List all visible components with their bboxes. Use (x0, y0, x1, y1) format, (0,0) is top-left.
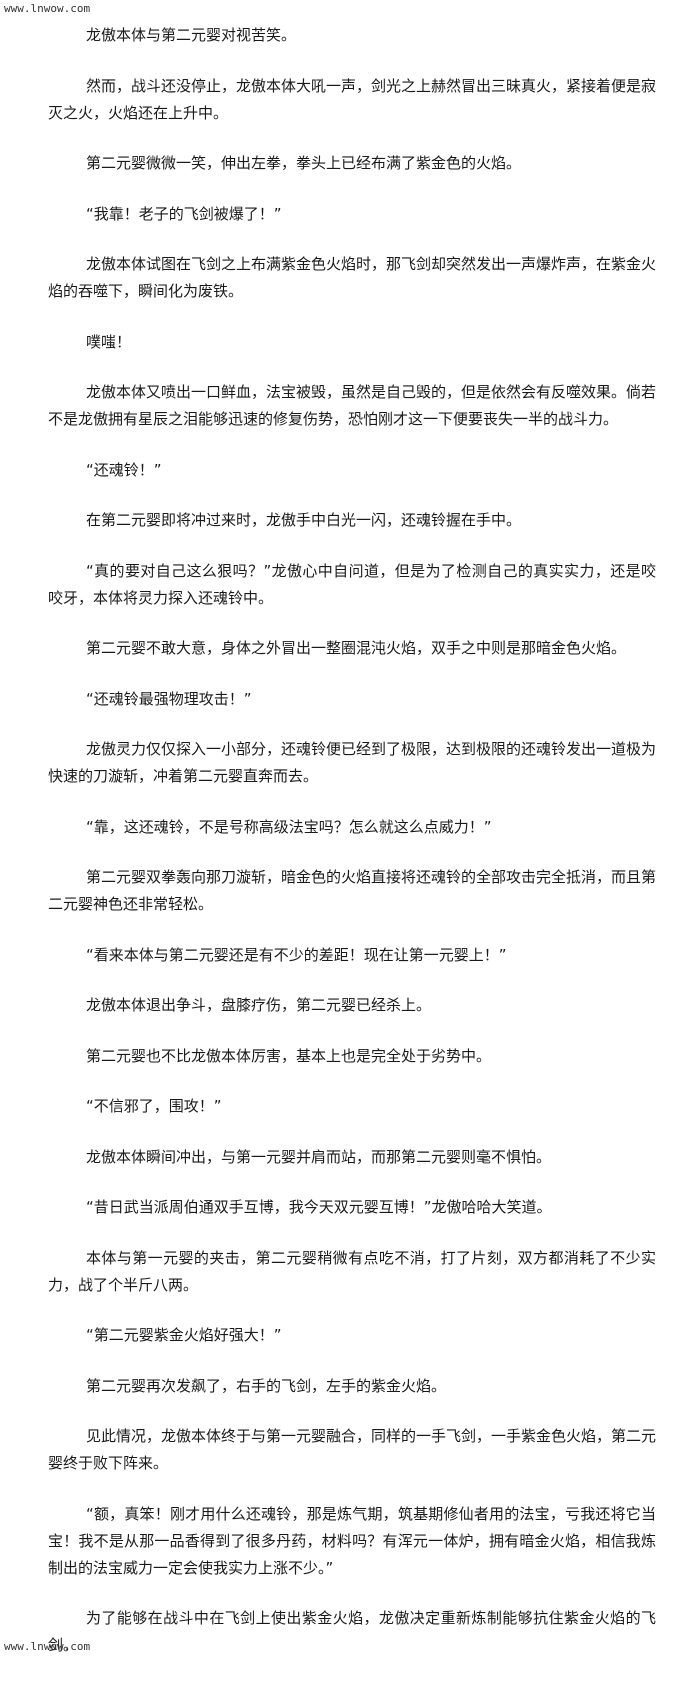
article-body: 龙傲本体与第二元婴对视苦笑。 然而，战斗还没停止，龙傲本体大吼一声，剑光之上赫然… (48, 22, 656, 1683)
site-watermark-bottom: www.lnwow.com (4, 1640, 91, 1653)
site-watermark-top: www.lnwow.com (4, 2, 91, 15)
paragraph-9: 在第二元婴即将冲过来时，龙傲手中白光一闪，还魂铃握在手中。 (86, 511, 522, 529)
paragraph-25: 见此情况，龙傲本体终于与第一元婴融合，同样的一手飞剑，一手紫金色火焰，第二元婴终… (48, 1427, 657, 1472)
paragraph-16: “看来本体与第二元婴还是有不少的差距！现在让第一元婴上！” (86, 945, 507, 964)
paragraph-22: 本体与第一元婴的夹击，第二元婴稍微有点吃不消，打了片刻，双方都消耗了不少实力，战… (48, 1248, 656, 1294)
paragraph-2: 然而，战斗还没停止，龙傲本体大吼一声，剑光之上赫然冒出三昧真火，紧接着便是寂灭之… (48, 76, 657, 122)
paragraph-19: “不信邪了，围攻！” (86, 1097, 222, 1115)
paragraph-4: “我靠！老子的飞剑被爆了！” (86, 204, 282, 223)
paragraph-7: 龙傲本体又喷出一口鲜血，法宝被毁，虽然是自己毁的，但是依然会有反噬效果。倘若不是… (48, 383, 657, 428)
paragraph-27: 为了能够在战斗中在飞剑上使出紫金火焰，龙傲决定重新炼制能够抗住紫金火焰的飞剑。 (48, 1609, 656, 1654)
paragraph-5: 龙傲本体试图在飞剑之上布满紫金色火焰时，那飞剑却突然发出一声爆炸声，在紫金火焰的… (48, 255, 657, 300)
paragraph-3: 第二元婴微微一笑，伸出左拳，拳头上已经布满了紫金色的火焰。 (86, 154, 522, 172)
paragraph-12: “还魂铃最强物理攻击！” (86, 689, 252, 708)
paragraph-20: 龙傲本体瞬间冲出，与第一元婴并肩而站，而那第二元婴则毫不惧怕。 (86, 1147, 552, 1166)
paragraph-14: “靠，这还魂铃，不是号称高级法宝吗？怎么就这么点威力！” (86, 817, 492, 836)
paragraph-1: 龙傲本体与第二元婴对视苦笑。 (86, 26, 297, 44)
paragraph-26: “额，真笨！刚才用什么还魂铃，那是炼气期，筑基期修仙者用的法宝，亏我还将它当宝！… (48, 1504, 656, 1577)
paragraph-8: “还魂铃！” (86, 460, 162, 479)
paragraph-24: 第二元婴再次发飙了，右手的飞剑，左手的紫金火焰。 (86, 1376, 447, 1395)
paragraph-18: 第二元婴也不比龙傲本体厉害，基本上也是完全处于劣势中。 (86, 1046, 492, 1065)
paragraph-17: 龙傲本体退出争斗，盘膝疗伤，第二元婴已经杀上。 (86, 996, 432, 1014)
paragraph-11: 第二元婴不敢大意，身体之外冒出一整圈混沌火焰，双手之中则是那暗金色火焰。 (86, 639, 627, 657)
paragraph-13: 龙傲灵力仅仅探入一小部分，还魂铃便已经到了极限，达到极限的还魂铃发出一道极为快速… (48, 740, 657, 785)
paragraph-6: 噗嗤！ (86, 332, 132, 351)
paragraph-15: 第二元婴双拳轰向那刀漩斩，暗金色的火焰直接将还魂铃的全部攻击完全抵消，而且第二元… (48, 868, 657, 913)
paragraph-21: “昔日武当派周伯通双手互博，我今天双元婴互博！”龙傲哈哈大笑道。 (86, 1198, 552, 1216)
paragraph-23: “第二元婴紫金火焰好强大！” (86, 1326, 282, 1344)
paragraph-10: “真的要对自己这么狠吗？”龙傲心中自问道，但是为了检测自己的真实实力，还是咬咬牙… (48, 561, 656, 607)
